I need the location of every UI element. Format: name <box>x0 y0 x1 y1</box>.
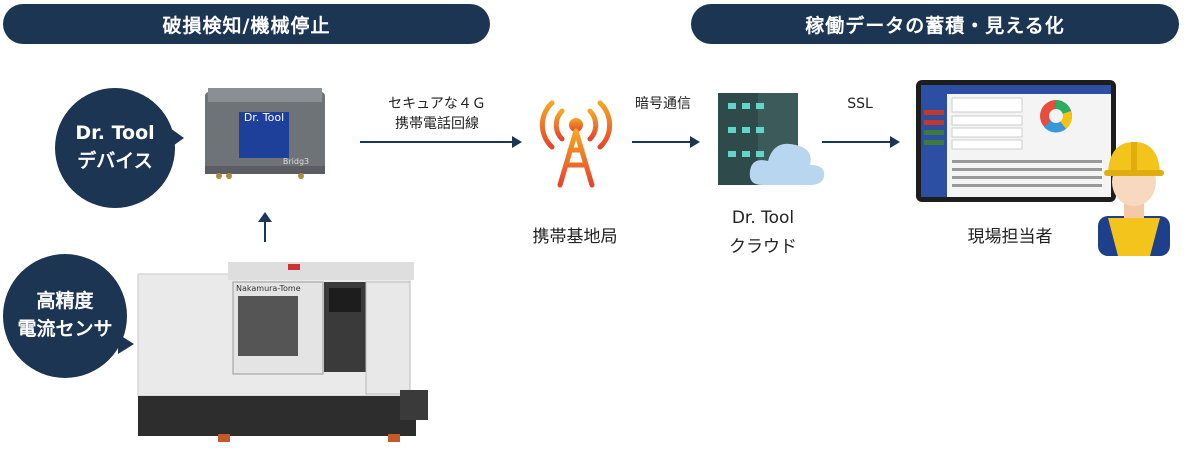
sensor-bubble-line2: 電流センサ <box>17 318 113 340</box>
dr-tool-device <box>205 88 325 179</box>
link-ssl: SSL <box>847 96 873 112</box>
cloud-label-line2: クラウド <box>729 237 797 257</box>
link-encrypted: 暗号通信 <box>635 96 691 112</box>
device-bubble-line2: デバイス <box>77 150 153 172</box>
sensor-bubble-line1: 高精度 <box>36 290 94 313</box>
cloud-label-line1: Dr. Tool <box>731 208 795 228</box>
device-brand: Dr. Tool <box>243 111 285 124</box>
arrow-device-to-tower <box>360 136 522 148</box>
header-right-text: 稼働データの蓄積・見える化 <box>805 14 1065 37</box>
up-arrow <box>264 220 266 242</box>
header-data-visualize: 稼働データの蓄積・見える化 <box>691 4 1179 44</box>
sensor-bubble: 高精度 電流センサ <box>3 254 127 378</box>
worker-icon <box>1098 142 1170 256</box>
device-bubble-pointer <box>170 128 184 148</box>
tablet-dashboard <box>916 80 1116 202</box>
header-left-text: 破損検知/機械停止 <box>162 14 331 37</box>
machine-brand: Nakamura-Tome <box>236 284 301 293</box>
up-arrowhead <box>258 212 272 222</box>
cnc-machine <box>137 262 428 442</box>
link-4g-line2: 携帯電話回線 <box>395 116 479 132</box>
sensor-bubble-pointer <box>118 334 134 354</box>
tower-label: 携帯基地局 <box>532 227 618 247</box>
arrow-tower-to-cloud <box>632 136 700 148</box>
device-bubble-line1: Dr. Tool <box>75 122 155 145</box>
user-label: 現場担当者 <box>967 227 1053 247</box>
cell-tower-icon <box>539 100 613 188</box>
cloud-server-icon <box>718 93 825 185</box>
device-bubble: Dr. Tool デバイス <box>55 88 175 208</box>
link-4g-line1: セキュアな４Ｇ <box>388 96 486 112</box>
arrow-cloud-to-user <box>822 136 900 148</box>
device-sub: Bridg3 <box>282 157 310 166</box>
header-detect-stop: 破損検知/機械停止 <box>3 4 490 44</box>
